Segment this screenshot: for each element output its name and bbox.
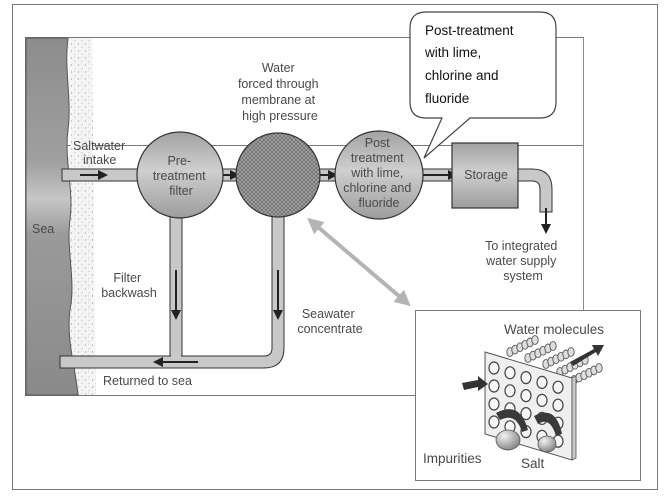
membrane-pore (520, 389, 532, 403)
pretreatment-label: Pre- treatment filter (153, 154, 209, 198)
impurities-label: Impurities (423, 451, 482, 466)
membrane-pore (504, 384, 516, 398)
saltwater-intake-label: Saltwater intake (73, 139, 129, 167)
supply-label: To integrated water supply system (485, 239, 561, 283)
membrane-pore (520, 407, 532, 421)
membrane-pore (488, 361, 500, 375)
pretreatment-filter (136, 131, 224, 219)
salt-label: Salt (521, 456, 545, 471)
water-molecule (567, 347, 575, 357)
membrane-pore (552, 398, 564, 412)
membrane-pore (504, 366, 516, 380)
rejection-arrow-icon (534, 412, 562, 436)
sea-label: Sea (32, 222, 54, 236)
membrane-pore (488, 415, 500, 429)
filter-backwash-label: Filter backwash (101, 271, 157, 300)
shore-sand (66, 38, 96, 395)
water-molecule (549, 341, 557, 351)
sea (25, 37, 79, 396)
seawater-concentrate-label: Seawater concentrate (297, 307, 362, 336)
membrane-pore (536, 393, 548, 407)
detail-pointer-arrow (307, 217, 411, 307)
storage-label: Storage (464, 168, 508, 182)
rejection-arrow-icon (496, 409, 528, 432)
salt-particle (537, 435, 557, 453)
post-treatment-label: Post treatment with lime, chlorine and f… (343, 136, 415, 210)
membrane-pore (520, 371, 532, 385)
membrane-vessel (235, 132, 321, 218)
water-molecule (595, 363, 603, 373)
membrane-pore (488, 397, 500, 411)
returned-to-sea-label: Returned to sea (103, 374, 192, 388)
concentrate-pipe (59, 211, 285, 369)
membrane-pore (536, 375, 548, 389)
inflow-arrow-icon (462, 376, 488, 391)
callout-bubble (409, 11, 557, 159)
impurity-particle (495, 429, 521, 451)
membrane-pore (488, 379, 500, 393)
membrane-note: Water forced through membrane at high pr… (238, 61, 322, 123)
callout-text: Post-treatment with lime, chlorine and f… (424, 23, 517, 106)
storage-tank (451, 142, 519, 209)
outlet-pipe (517, 168, 553, 213)
membrane-illustration (462, 335, 604, 461)
membrane-pore (552, 380, 564, 394)
outflow-arrow-icon (570, 345, 604, 366)
water-molecule (531, 335, 539, 345)
water-molecules-label: Water molecules (504, 322, 604, 337)
